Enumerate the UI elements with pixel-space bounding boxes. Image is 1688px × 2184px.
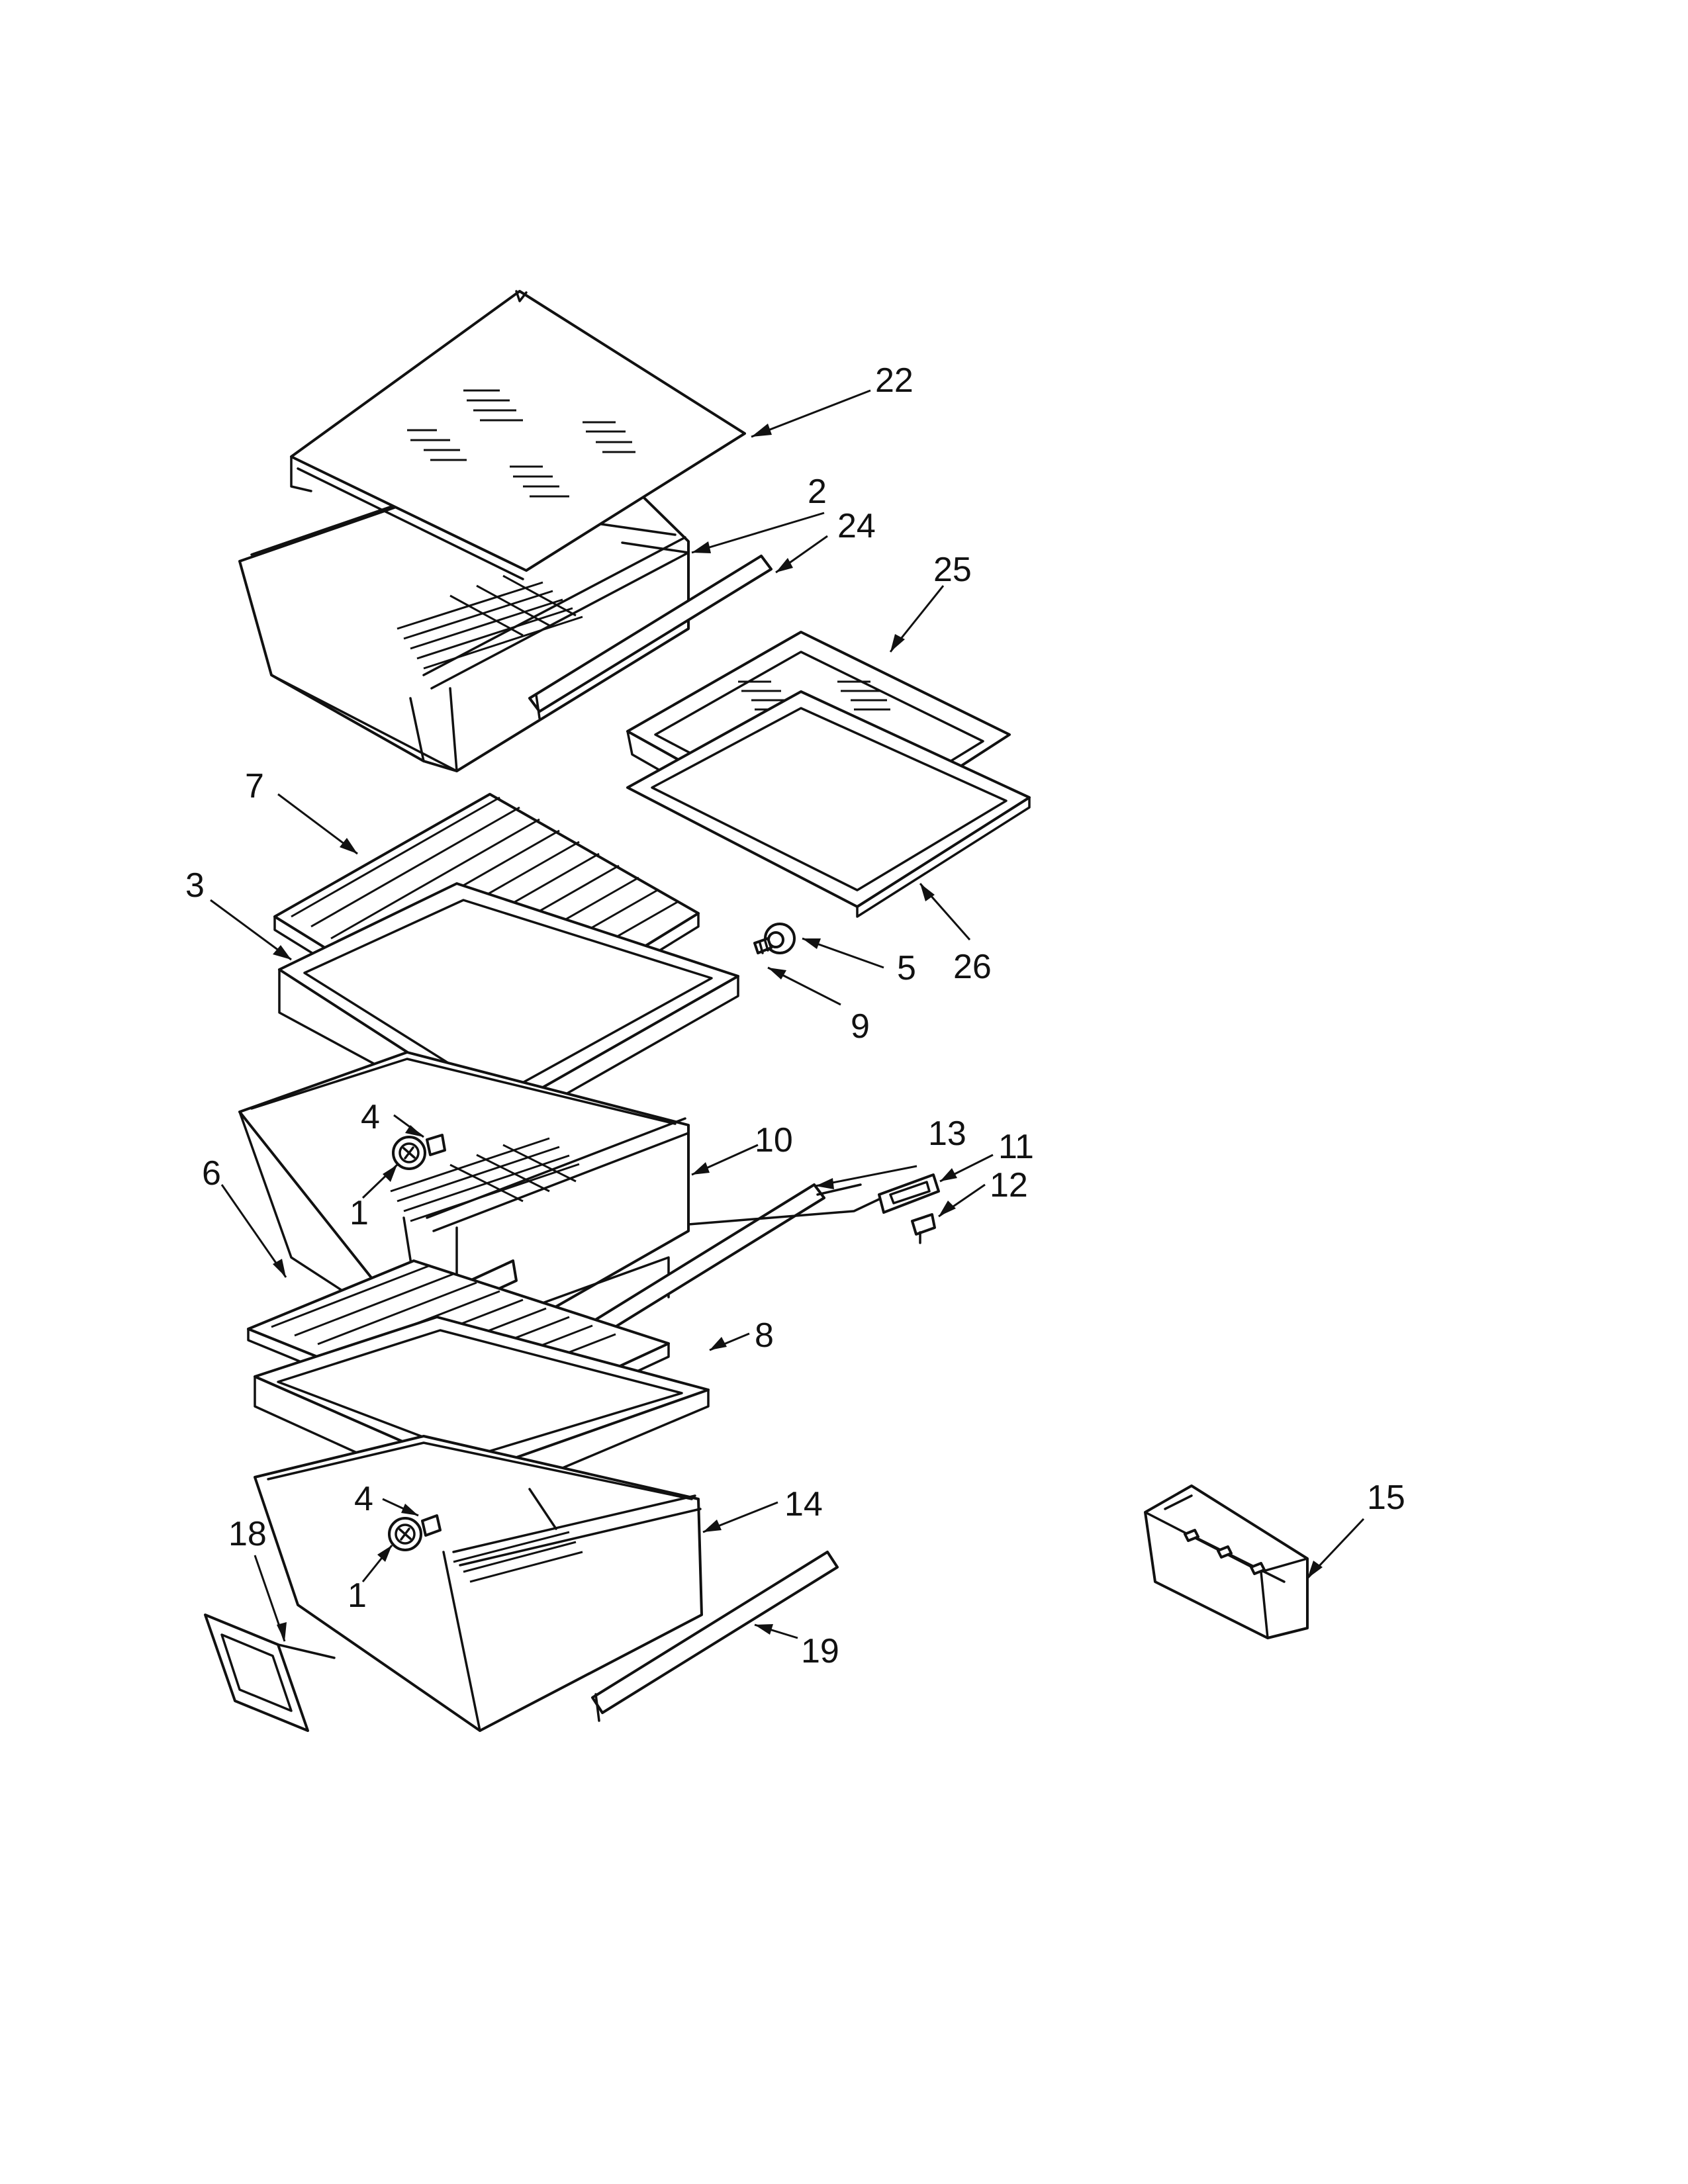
bushing-part-4-lower bbox=[421, 1514, 442, 1537]
roller-part-5 bbox=[764, 923, 796, 954]
callout-8: 8 bbox=[755, 1316, 774, 1355]
callout-18: 18 bbox=[228, 1515, 267, 1553]
top-crisper-pan bbox=[238, 469, 690, 772]
divider-bar-24 bbox=[528, 555, 773, 719]
callout-4-lower: 4 bbox=[354, 1480, 373, 1518]
callout-7: 7 bbox=[245, 767, 264, 805]
callout-1-upper: 1 bbox=[350, 1194, 369, 1232]
callout-9: 9 bbox=[851, 1007, 870, 1046]
bracket-part-11 bbox=[878, 1173, 940, 1214]
callout-11: 11 bbox=[998, 1128, 1034, 1166]
callout-labels: 22 2 24 25 7 3 5 26 9 4 10 13 11 12 6 1 … bbox=[185, 361, 1405, 1670]
callout-22: 22 bbox=[875, 361, 914, 400]
crisper-cover-22 bbox=[290, 290, 746, 580]
control-knob-part-1-lower bbox=[388, 1517, 422, 1551]
door-bin-15 bbox=[1144, 1484, 1309, 1639]
callout-4-upper: 4 bbox=[361, 1098, 380, 1136]
rail-to-bracket-line bbox=[687, 1198, 880, 1226]
callout-14: 14 bbox=[784, 1485, 823, 1524]
clip-part-12 bbox=[911, 1213, 936, 1244]
callout-10: 10 bbox=[755, 1121, 793, 1160]
control-knob-part-1-upper bbox=[392, 1136, 426, 1170]
front-rail-19 bbox=[591, 1551, 839, 1722]
callout-24: 24 bbox=[837, 507, 876, 545]
leader-arrowheads bbox=[273, 424, 1323, 1641]
callout-19: 19 bbox=[801, 1632, 839, 1670]
callout-12: 12 bbox=[990, 1166, 1028, 1205]
bottom-crisper-pan-14 bbox=[254, 1435, 703, 1732]
callout-6: 6 bbox=[202, 1154, 221, 1193]
label-frame-18 bbox=[204, 1614, 336, 1732]
callout-3: 3 bbox=[185, 866, 205, 905]
callout-13: 13 bbox=[928, 1115, 966, 1153]
callout-15: 15 bbox=[1367, 1479, 1405, 1517]
callout-1-lower: 1 bbox=[348, 1576, 367, 1615]
callout-25: 25 bbox=[933, 551, 972, 589]
callout-26: 26 bbox=[953, 948, 992, 986]
callout-5: 5 bbox=[897, 949, 916, 987]
callout-2: 2 bbox=[808, 473, 827, 511]
screw-part-9 bbox=[753, 937, 773, 954]
shelf-frame-26 bbox=[626, 690, 1031, 918]
bushing-part-4-upper bbox=[426, 1134, 446, 1156]
